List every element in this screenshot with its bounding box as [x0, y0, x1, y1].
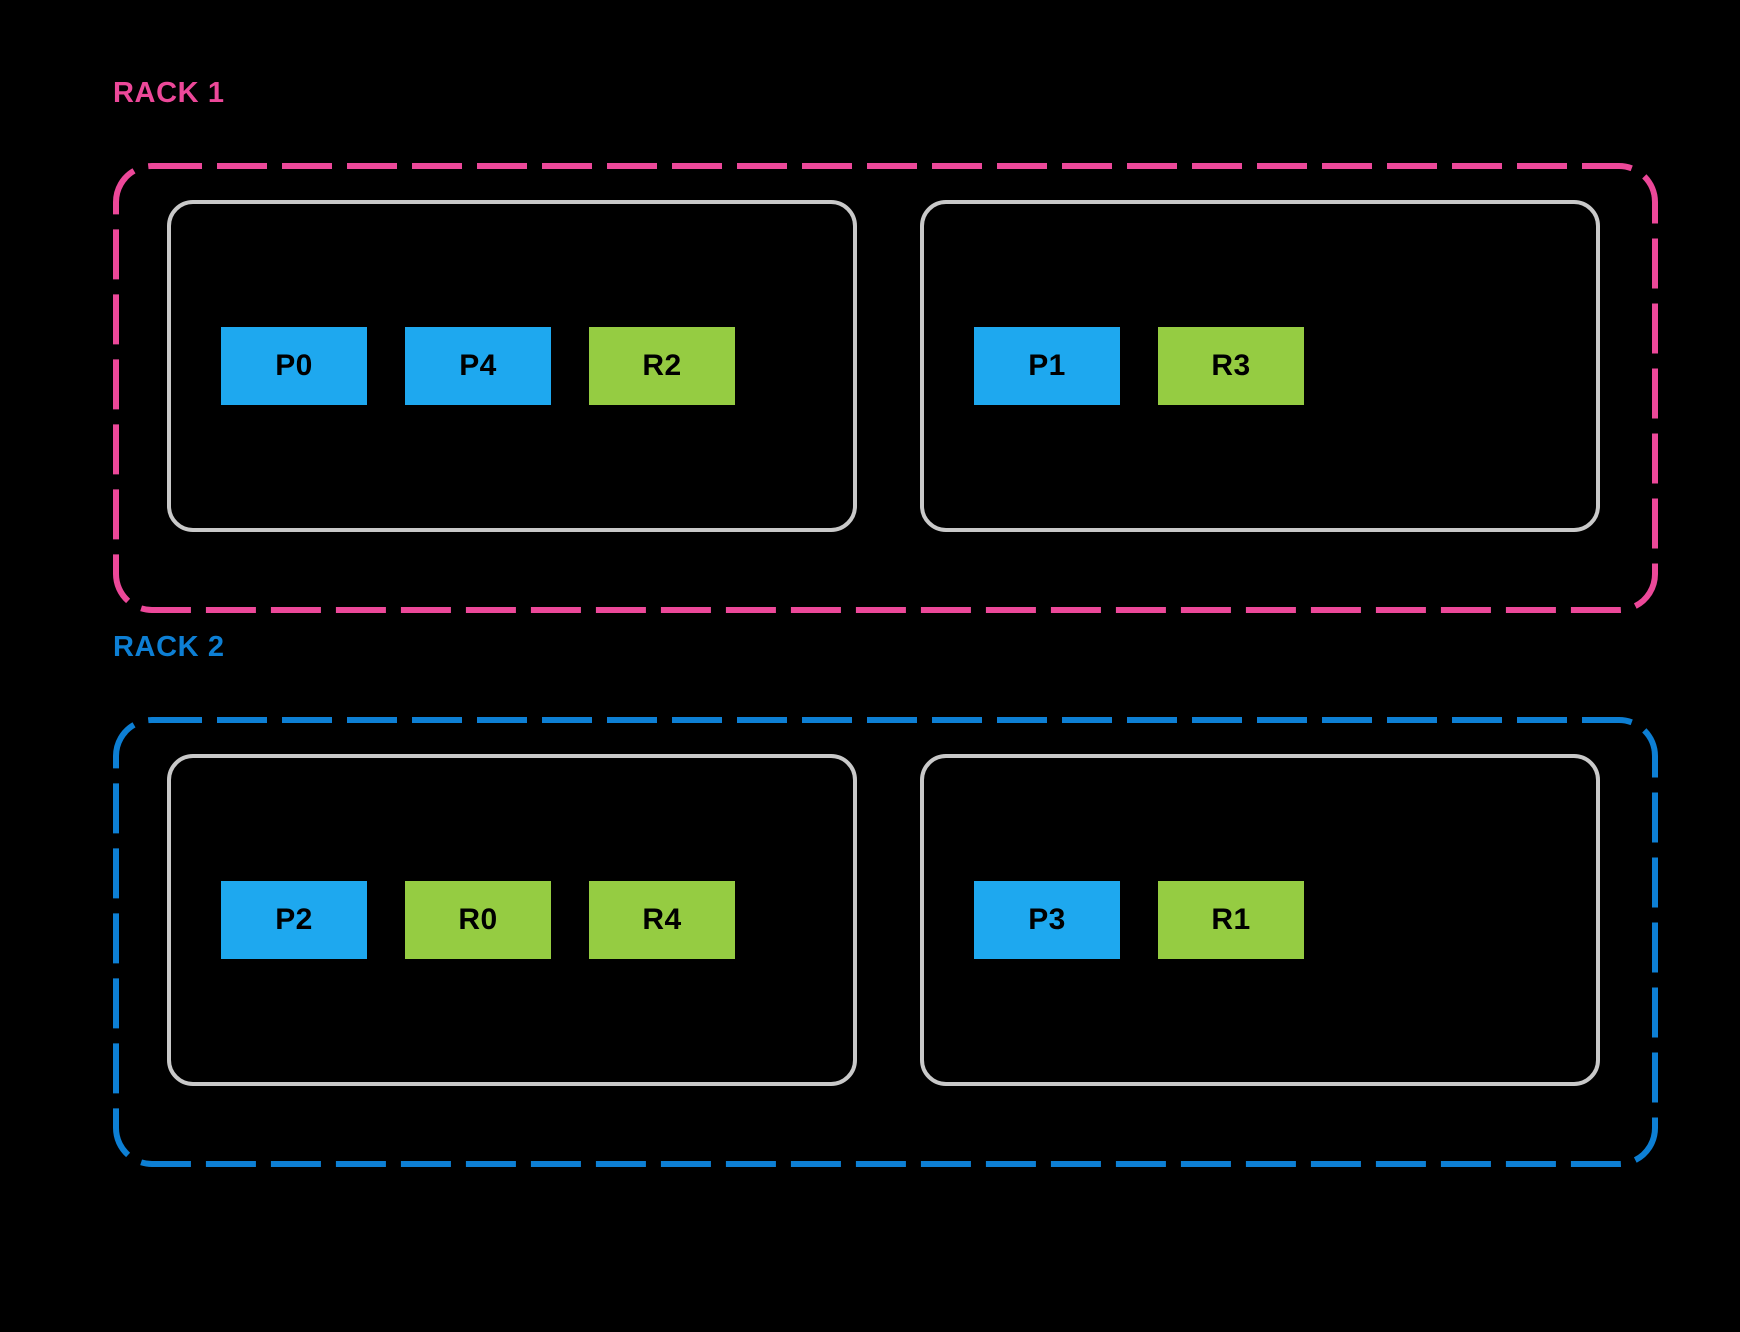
replica-chip-r4: R4: [589, 881, 735, 959]
replica-chip-r3: R3: [1158, 327, 1304, 405]
replica-chip-r0: R0: [405, 881, 551, 959]
broker-node: P1 R3: [920, 200, 1600, 532]
chip-row: P3 R1: [924, 881, 1304, 959]
partition-chip-p4: P4: [405, 327, 551, 405]
replica-chip-r1: R1: [1158, 881, 1304, 959]
broker-node: P3 R1: [920, 754, 1600, 1086]
partition-chip-p3: P3: [974, 881, 1120, 959]
partition-chip-p2: P2: [221, 881, 367, 959]
partition-chip-p1: P1: [974, 327, 1120, 405]
broker-node: P2 R0 R4: [167, 754, 857, 1086]
partition-chip-p0: P0: [221, 327, 367, 405]
rack-boundary: [113, 163, 1658, 613]
chip-row: P1 R3: [924, 327, 1304, 405]
rack-label: RACK 1: [113, 77, 225, 109]
rack-label: RACK 2: [113, 631, 225, 663]
chip-row: P0 P4 R2: [171, 327, 735, 405]
broker-node: P0 P4 R2: [167, 200, 857, 532]
replica-chip-r2: R2: [589, 327, 735, 405]
chip-row: P2 R0 R4: [171, 881, 735, 959]
rack-boundary: [113, 717, 1658, 1167]
